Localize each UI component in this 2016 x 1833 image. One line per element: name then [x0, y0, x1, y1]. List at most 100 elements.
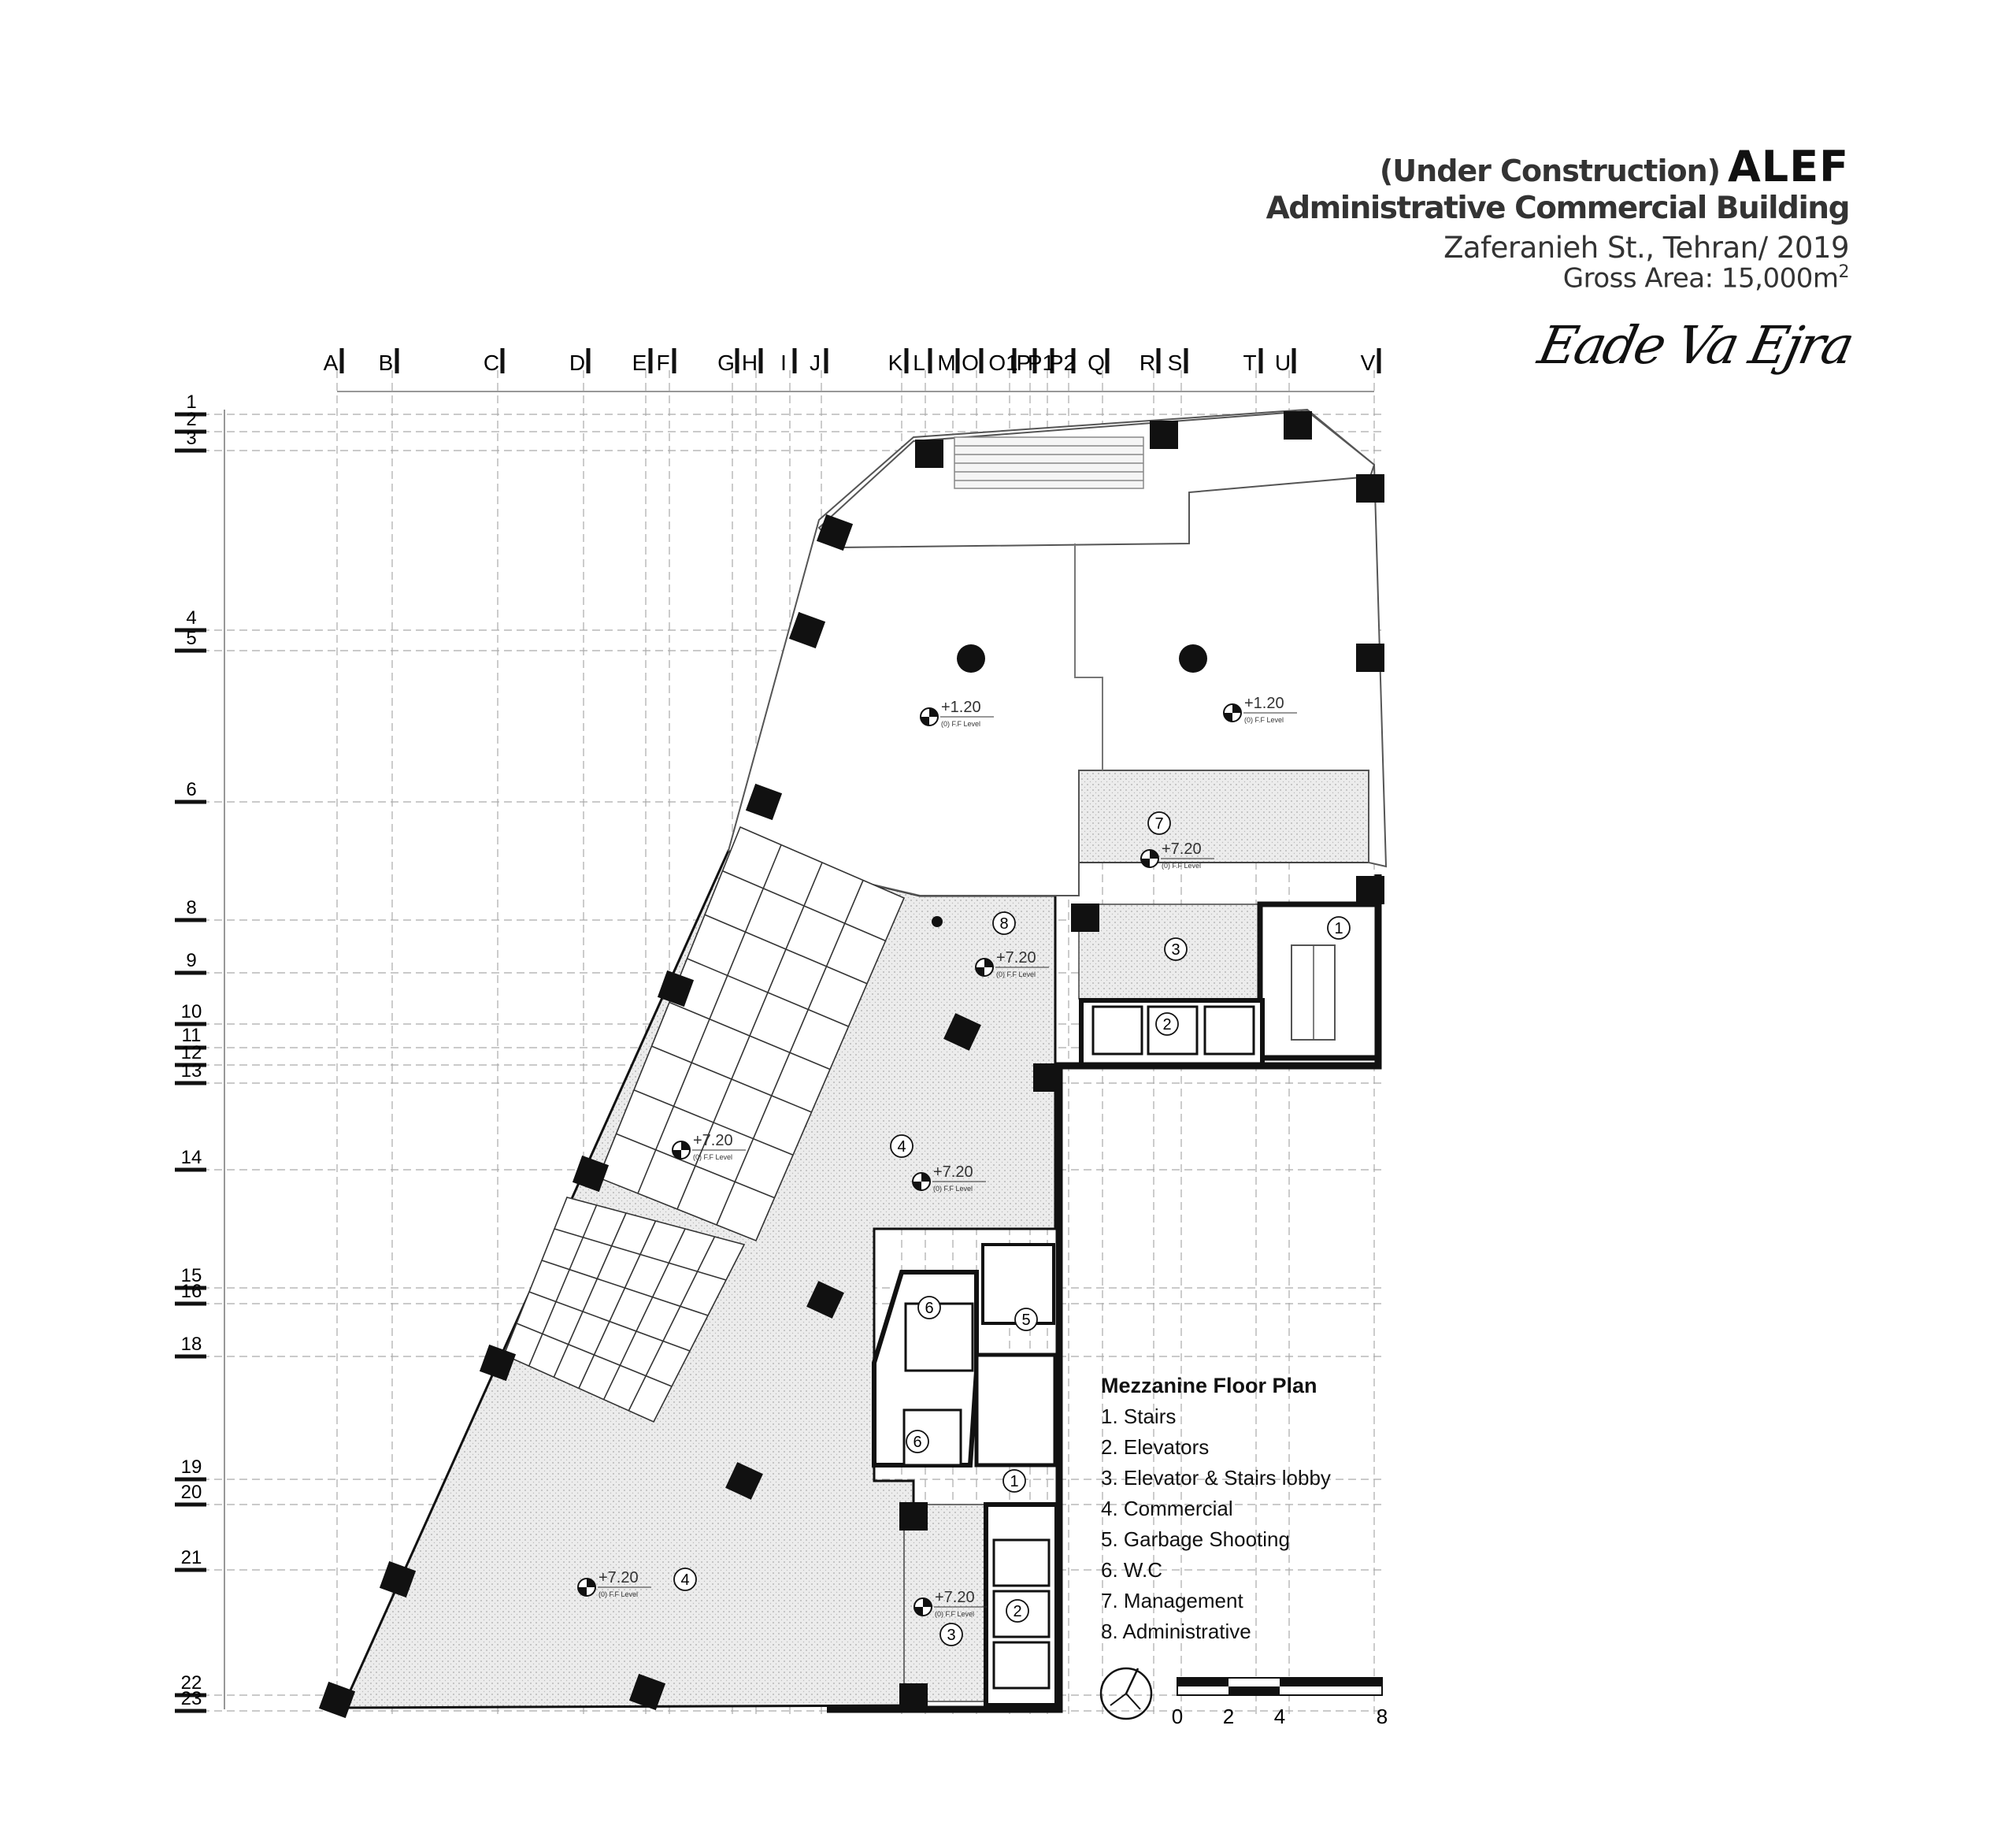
room-tag-number: 7: [1154, 815, 1163, 833]
title-line-1: (Under Construction)ALEF: [1266, 146, 1849, 188]
square-column: [318, 1681, 356, 1719]
square-column: [572, 1155, 610, 1193]
scale-bar: 0 2 4 8: [1172, 1677, 1388, 1728]
north-arrow-icon: [1099, 1667, 1153, 1720]
grid-row-label: 10: [181, 1001, 202, 1022]
square-column: [943, 1013, 981, 1051]
scale-label: 2: [1223, 1705, 1234, 1728]
skylight-transom: [633, 1089, 794, 1156]
square-column: [1284, 411, 1312, 440]
legend-item: 8. Administrative: [1101, 1620, 1251, 1643]
right-outer-wall: [1055, 874, 1382, 1229]
square-column: [1071, 904, 1099, 932]
small-column: [932, 916, 943, 927]
grid-row-label: 8: [186, 897, 196, 918]
room-tag: 3: [1164, 937, 1188, 961]
skylight-transom: [616, 1133, 775, 1199]
grid-col-label: H: [742, 351, 758, 375]
grid-col-label: M: [937, 351, 955, 375]
grid-row-label: 18: [181, 1334, 202, 1355]
grid-col-label: T: [1243, 351, 1256, 375]
room-tag: 6: [906, 1430, 929, 1453]
grid-col-label: B: [379, 351, 394, 375]
grid-row-label: 6: [186, 779, 196, 800]
grid-row-label: 2: [186, 409, 196, 430]
grid-col-label: D: [569, 351, 585, 375]
skylight-mullion: [578, 1220, 657, 1389]
level-marker: +7.20(0) F.F Level: [1140, 840, 1214, 870]
level-marker: +7.20(0) F.F Level: [975, 949, 1049, 978]
skylight-mullion: [528, 1204, 598, 1367]
north-entry-steps: [954, 436, 1144, 489]
grid-col-label: V: [1361, 351, 1376, 375]
level-caption: (0) F.F Level: [1244, 716, 1284, 724]
skylight-transom: [651, 1045, 812, 1113]
gross-area-unit-exp: 2: [1838, 262, 1850, 282]
room-tag: 6: [917, 1296, 941, 1319]
grid-col-label: E: [632, 351, 647, 375]
room-tag: 3: [939, 1623, 963, 1646]
room-tag-number: 8: [999, 915, 1008, 933]
level-value: +7.20: [933, 1163, 973, 1181]
grid-row-label: 14: [181, 1147, 202, 1168]
scale-label: 0: [1172, 1705, 1183, 1728]
grid-col-label: L: [913, 351, 925, 375]
grid-col-label: P2: [1049, 351, 1076, 375]
room-tag: 5: [1014, 1308, 1038, 1331]
square-column: [788, 611, 826, 649]
square-column: [1356, 474, 1384, 503]
grid-col-label: S: [1168, 351, 1183, 375]
square-column: [745, 783, 783, 821]
grid-row-label: 11: [182, 1025, 202, 1046]
designer-signature: Eade Va Ejra: [1532, 315, 1858, 376]
level-value: +7.20: [598, 1569, 639, 1586]
legend-item: 2. Elevators: [1101, 1435, 1210, 1459]
title-block: (Under Construction)ALEF Administrative …: [1266, 146, 1851, 292]
legend-title: Mezzanine Floor Plan: [1101, 1374, 1317, 1397]
skylight-transom: [722, 870, 886, 942]
grid-col-label: P1: [1028, 351, 1054, 375]
elevator-core-upper: [1079, 998, 1265, 1068]
grid-row-label: 23: [181, 1688, 202, 1709]
grid-row-label: 19: [181, 1456, 202, 1478]
skylight-transom: [541, 1260, 709, 1316]
room-tag-number: 4: [897, 1138, 906, 1156]
level-marker: +7.20(0) F.F Level: [914, 1589, 988, 1618]
square-column: [379, 1560, 417, 1598]
square-column: [1356, 644, 1384, 672]
level-marker: +7.20(0) F.F Level: [577, 1569, 651, 1598]
level-value: +1.20: [1244, 695, 1284, 712]
level-caption: (0) F.F Level: [996, 970, 1036, 978]
square-column: [725, 1462, 763, 1500]
room-tag: 2: [1155, 1012, 1179, 1036]
square-column: [1150, 421, 1178, 449]
square-column: [899, 1683, 928, 1712]
management-area: [1078, 770, 1369, 863]
level-markers: +1.20(0) F.F Level+1.20(0) F.F Level+7.2…: [577, 695, 1297, 1618]
grid-col-label: O1: [988, 351, 1017, 375]
level-value: +7.20: [693, 1132, 733, 1149]
level-caption: (0) F.F Level: [693, 1153, 732, 1161]
square-column: [915, 440, 943, 468]
grid-col-label: F: [656, 351, 669, 375]
plan-legend: Mezzanine Floor Plan 1. Stairs 2. Elevat…: [1101, 1371, 1331, 1647]
grid-col-label: P: [1017, 351, 1032, 375]
upper-partition: [1074, 544, 1103, 770]
level-caption: (0) F.F Level: [935, 1610, 974, 1618]
grid-col-label: C: [484, 351, 499, 375]
room-tag: 8: [992, 911, 1016, 935]
level-marker: +7.20 (0) F.F Level: [672, 1132, 746, 1161]
square-column: [899, 1502, 928, 1531]
level-caption: (0) F.F Level: [941, 720, 980, 728]
skylight-transom: [528, 1291, 691, 1352]
grid-row-label: 15: [181, 1265, 202, 1286]
grid-row-label: 9: [186, 950, 196, 971]
level-marker: +1.20 (0) F.F Level: [1223, 695, 1297, 724]
skylight-transom: [687, 958, 849, 1027]
gross-area: Gross Area: 15,000m2: [1266, 262, 1850, 292]
room-tag-number: 2: [1013, 1603, 1021, 1620]
scale-label: 8: [1377, 1705, 1388, 1728]
